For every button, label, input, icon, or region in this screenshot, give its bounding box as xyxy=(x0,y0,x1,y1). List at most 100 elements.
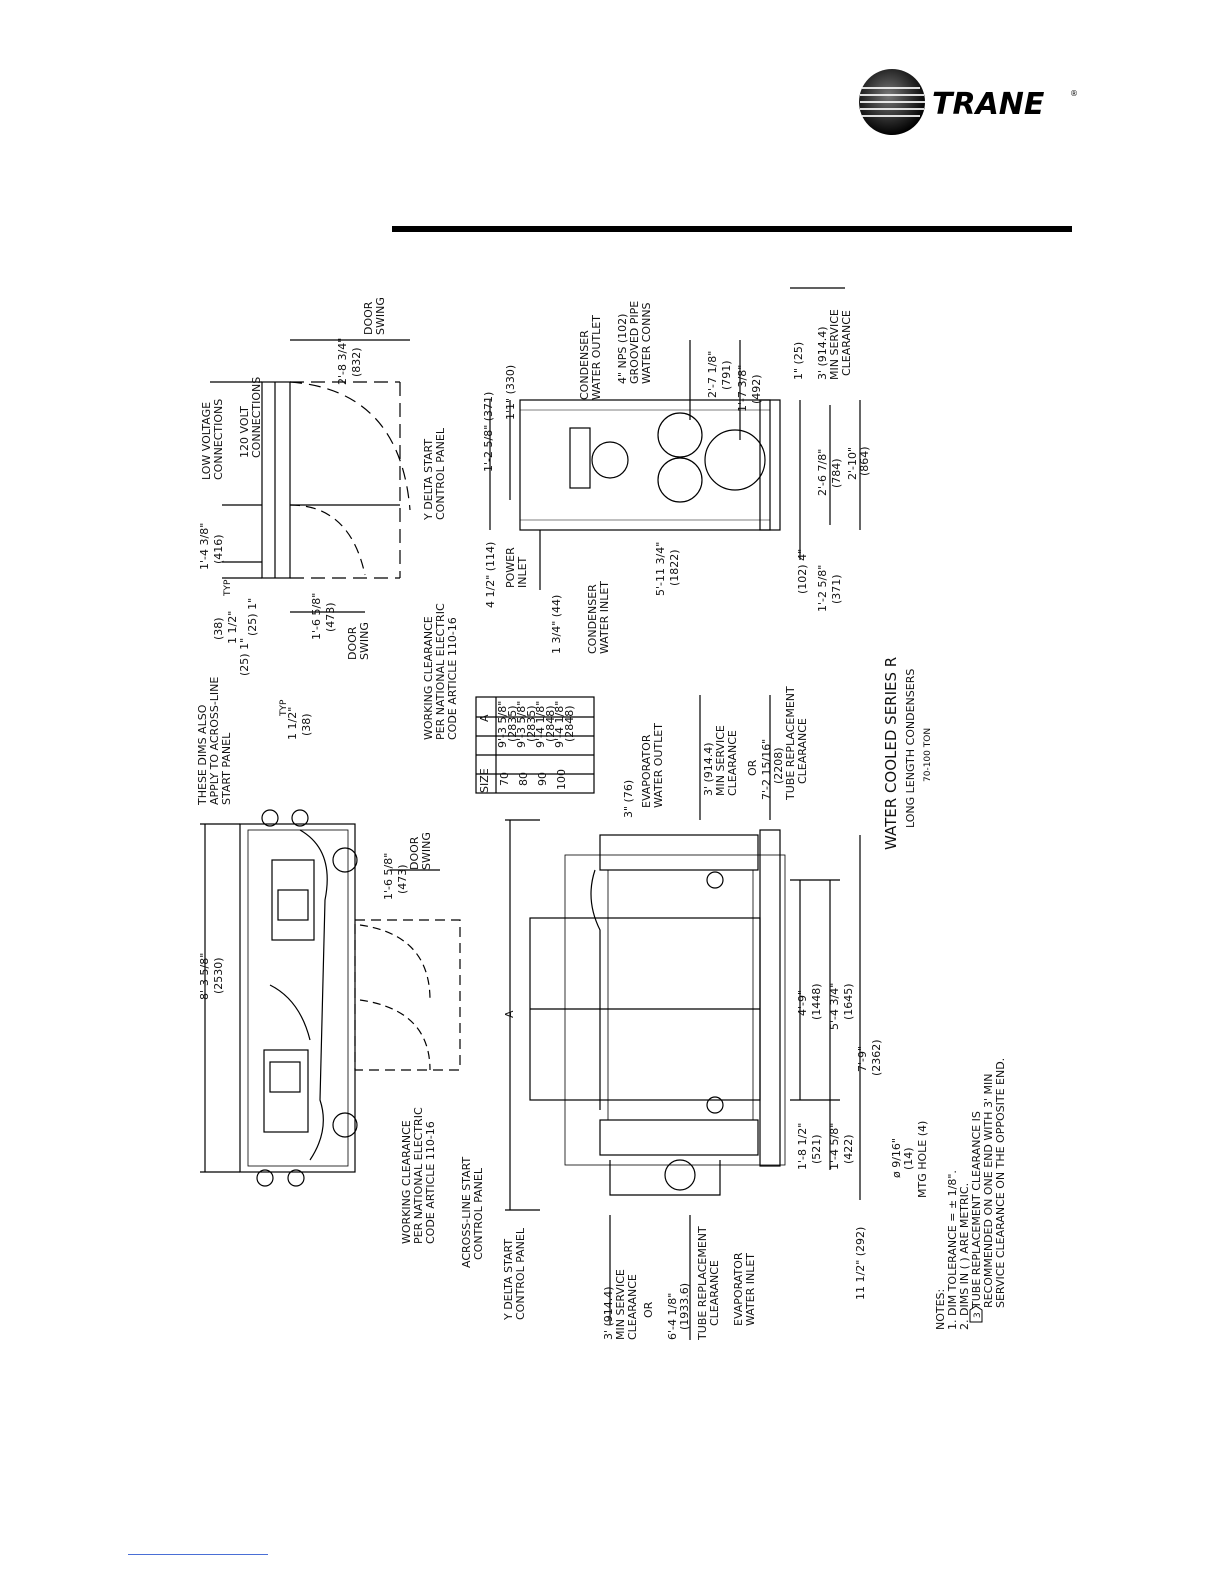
mtg-hole-2: (14) xyxy=(902,1147,915,1170)
grooved-1: 4" NPS (102) xyxy=(616,314,629,384)
table-a-100: 9'-4 1/8" xyxy=(553,701,566,748)
table-header-size: SIZE xyxy=(478,768,491,793)
notes-heading: NOTES: xyxy=(934,1289,947,1330)
left-clear-6: (1933.6) xyxy=(678,1283,691,1330)
cond-outlet-2: WATER OUTLET xyxy=(590,315,603,400)
right-clear-1: 3' (914.4) xyxy=(702,742,715,796)
note-1: 1. DIM TOLERANCE = ± 1/8". xyxy=(946,1170,959,1330)
panel-working-2: PER NATIONAL ELECTRIC xyxy=(434,603,447,740)
end-2-6: 2'-6 7/8" xyxy=(816,449,829,496)
panel-d3: (25) 1" xyxy=(238,638,251,676)
front-a-label: A xyxy=(503,1010,516,1018)
panel-d5-mm: (416) xyxy=(212,534,225,564)
top-door-swing-mm: (473) xyxy=(396,864,409,894)
evap-outlet-1: EVAPORATOR xyxy=(640,734,653,808)
front-1-4-mm: (422) xyxy=(842,1134,855,1164)
front-11: 11 1/2" (292) xyxy=(854,1227,867,1300)
end-3ft-3: CLEARANCE xyxy=(840,310,853,376)
top-door-swing-label: DOOR xyxy=(408,836,421,870)
table-a-80-mm: (2835) xyxy=(525,705,538,742)
grooved-2: GROOVED PIPE xyxy=(628,301,641,384)
note-flag-number: 3 xyxy=(973,1312,983,1318)
note-3-line2: RECOMMENDED ON ONE END WITH 3' MIN xyxy=(982,1074,995,1308)
cond-inlet-2: WATER INLET xyxy=(598,581,611,654)
panel-d1: (38) xyxy=(212,617,225,640)
table-header-a: A xyxy=(478,714,491,722)
front-view-outline xyxy=(529,829,786,1196)
end-1-3: 1 3/4" (44) xyxy=(550,595,563,654)
left-clear-3: CLEARANCE xyxy=(626,1274,639,1340)
note-3-line1: TUBE REPLACEMENT CLEARANCE IS xyxy=(970,1111,983,1309)
end-1-2: 1'-2 5/8" (371) xyxy=(482,392,495,472)
mtg-hole-3: MTG HOLE (4) xyxy=(916,1121,929,1198)
panel-door-swing: DOOR xyxy=(362,301,375,335)
drawing-subtitle-2: 70-100 TON xyxy=(923,728,933,782)
end-2-6-mm: (784) xyxy=(830,458,843,488)
end-1-1: 1'1" (330) xyxy=(504,365,517,420)
end-4-5: 4 1/2" (114) xyxy=(484,542,497,608)
y-delta-label-2: CONTROL PANEL xyxy=(514,1227,527,1320)
left-clear-5: 6'-4 1/8" xyxy=(666,1293,679,1340)
end-5-11: 5'-11 3/4" xyxy=(654,542,667,596)
end-1-7-mm: (492) xyxy=(750,374,763,404)
table-a-80: 9'-3 5/8" xyxy=(515,701,528,748)
right-clear-2: MIN SERVICE xyxy=(714,725,727,796)
evap-inlet-2: WATER INLET xyxy=(744,1253,757,1326)
logo-text: TRANE xyxy=(932,87,1045,122)
power-inlet-2: INLET xyxy=(516,556,529,588)
panel-d5: 1'-4 3/8" xyxy=(198,523,211,570)
end-2-10-mm: (864) xyxy=(858,446,871,476)
table-size-70: 70 xyxy=(498,772,511,786)
panel-d4-mm: (38) xyxy=(300,713,313,736)
left-clear-1: 3' (914.4) xyxy=(602,1286,615,1340)
drawing-subtitle-1: LONG LENGTH CONDENSERS xyxy=(904,669,917,828)
panel-door-dim2: 1'-6 5/8" xyxy=(310,593,323,640)
across-line-label-1: ACROSS-LINE START xyxy=(460,1156,473,1268)
y-delta-label-1: Y DELTA START xyxy=(502,1239,515,1321)
evap-outlet-2: WATER OUTLET xyxy=(652,723,665,808)
right-clear-5: 7'-2 15/16" xyxy=(760,739,773,800)
cond-outlet-1: CONDENSER xyxy=(578,330,591,400)
panel-door-dim: 2'-8 3/4" xyxy=(336,338,349,385)
end-3ft-2: MIN SERVICE xyxy=(828,309,841,380)
v120-1: 120 VOLT xyxy=(238,406,251,458)
left-clear-2: MIN SERVICE xyxy=(614,1269,627,1340)
these-dims-1: THESE DIMS ALSO xyxy=(196,704,209,806)
left-clear-8: CLEARANCE xyxy=(708,1260,721,1326)
top-working-clearance-3: CODE ARTICLE 110-16 xyxy=(424,1121,437,1244)
left-clear-or: OR xyxy=(642,1301,655,1318)
these-dims-3: START PANEL xyxy=(220,732,233,805)
end-2-7: 2'-7 1/8" xyxy=(706,351,719,398)
header-rule xyxy=(392,226,1072,232)
power-inlet-1: POWER xyxy=(504,547,517,588)
panel-typ: TYP xyxy=(223,579,233,597)
note-flag-icon: 3 xyxy=(969,1305,983,1323)
right-clear-3: CLEARANCE xyxy=(726,730,739,796)
panel-door-swing-b: DOOR xyxy=(346,626,359,660)
top-working-clearance-1: WORKING CLEARANCE xyxy=(400,1120,413,1244)
panel-typ-2: TYP xyxy=(279,699,289,717)
table-size-80: 80 xyxy=(517,772,530,786)
right-clear-or: OR xyxy=(746,759,759,776)
note-3-line3: SERVICE CLEARANCE ON THE OPPOSITE END. xyxy=(994,1058,1007,1308)
right-clear-6: (2208) xyxy=(772,747,785,784)
front-7-9: 7'-9" xyxy=(856,1046,869,1072)
panel-door-swing-2: SWING xyxy=(374,297,387,335)
grooved-3: WATER CONNS xyxy=(640,302,653,384)
end-1-7: 1'-7 3/8" xyxy=(736,365,749,412)
panel-door-swing-b2: SWING xyxy=(358,622,371,660)
front-1-8: 1'-8 1/2" xyxy=(796,1123,809,1170)
overall-length-mm: (2530) xyxy=(212,957,225,994)
front-4-9-mm: (1448) xyxy=(810,983,823,1020)
panel-working-1: WORKING CLEARANCE xyxy=(422,616,435,740)
evap-inlet-1: EVAPORATOR xyxy=(732,1252,745,1326)
front-top-clear: 3" (76) xyxy=(622,780,635,818)
these-dims-2: APPLY TO ACROSS-LINE xyxy=(208,677,221,805)
panel-door-dim-mm: (832) xyxy=(350,347,363,377)
top-working-clearance-2: PER NATIONAL ELECTRIC xyxy=(412,1107,425,1244)
right-clear-8: CLEARANCE xyxy=(796,718,809,784)
front-5-4: 5'-4 3/4" xyxy=(828,983,841,1030)
drawing-title: WATER COOLED SERIES R xyxy=(882,657,900,850)
front-7-9-mm: (2362) xyxy=(870,1039,883,1076)
